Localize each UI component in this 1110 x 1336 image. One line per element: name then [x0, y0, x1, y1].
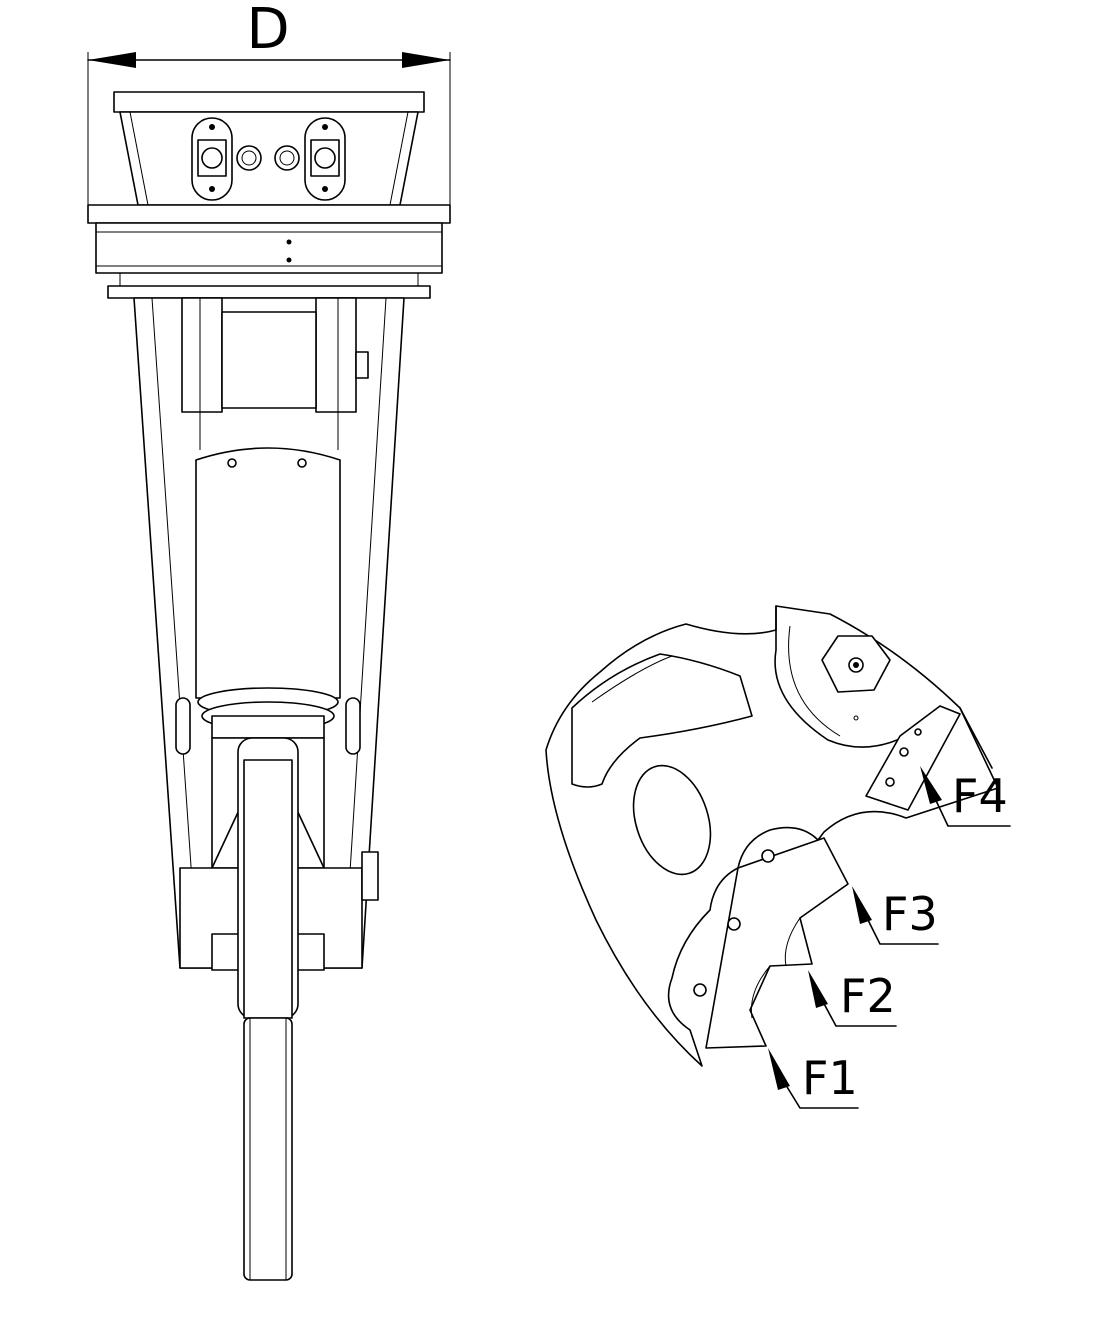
dimension-d: D — [87, 0, 451, 205]
mounting-head — [113, 91, 425, 206]
port-right — [274, 145, 300, 171]
hydraulic-connector-right — [304, 117, 346, 201]
rotator-flange — [87, 204, 451, 299]
hydraulic-connector-left — [191, 117, 233, 201]
jaw-body — [545, 605, 999, 1067]
leader-f3 — [852, 886, 939, 945]
callout-f3: F3 — [882, 887, 938, 941]
callout-f4: F4 — [952, 769, 1008, 823]
port-left — [236, 145, 262, 171]
callout-f2: F2 — [840, 969, 896, 1023]
hydraulic-cylinder — [195, 447, 341, 739]
upper-linkage — [181, 297, 369, 450]
callout-f1: F1 — [802, 1051, 858, 1105]
leader-f2 — [808, 970, 897, 1027]
oval-cutout — [632, 764, 712, 876]
pivot-hub — [774, 605, 907, 748]
front-view: D — [87, 0, 451, 1281]
tooth-f4 — [865, 705, 993, 811]
leader-f1 — [768, 1048, 859, 1109]
dimension-label: D — [246, 0, 289, 62]
leader-f4 — [920, 766, 1011, 827]
lower-cutter — [693, 837, 849, 1049]
cutting-blade-side — [237, 737, 299, 1281]
side-view: F4 F3 F2 F1 — [545, 605, 1011, 1109]
